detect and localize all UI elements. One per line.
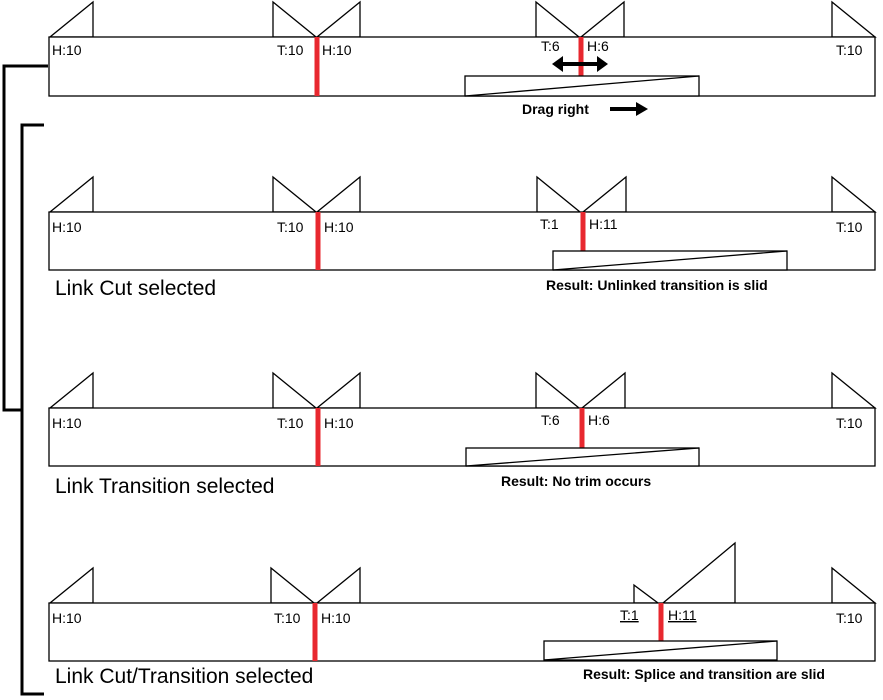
head-label: H:10 — [324, 415, 354, 431]
clip-tail-marker — [536, 175, 582, 213]
head-label: H:11 — [668, 607, 697, 623]
inner-bracket — [20, 123, 44, 696]
transition-block — [543, 640, 778, 661]
clip-head-marker — [48, 566, 94, 604]
tail-label: T:6 — [541, 38, 560, 54]
clip-head-marker — [579, 0, 625, 38]
clip-tail-marker — [831, 371, 877, 409]
row-caption: Link Cut selected — [55, 277, 216, 300]
head-label: H:10 — [52, 610, 82, 626]
transition-block — [552, 250, 788, 271]
left-right-arrow-icon — [552, 56, 608, 72]
clip-head-marker — [661, 541, 736, 604]
clip-head-marker — [315, 566, 361, 604]
tail-label: T:10 — [836, 415, 863, 431]
clip-head-marker — [48, 0, 94, 38]
clip-head-marker — [580, 371, 626, 409]
track-bar — [48, 36, 876, 97]
clip-head-marker — [315, 0, 361, 38]
transition-block — [465, 447, 700, 467]
link-cut-timeline: H:10 T:10 H:10 T:1 H:11 T:10 Link Cut se… — [48, 175, 877, 300]
link-cut-transition-timeline: H:10 T:10 H:10 T:1 H:11 T:10 Link Cut/Tr… — [48, 541, 877, 688]
clip-head-marker — [48, 371, 94, 409]
tail-label: T:1 — [620, 607, 639, 623]
top-timeline: H:10 T:10 H:10 T:6 H:6 T:10 Drag right — [48, 0, 877, 117]
row-result: Result: No trim occurs — [501, 473, 651, 489]
tail-label: T:10 — [836, 42, 863, 58]
head-label: H:11 — [589, 216, 618, 232]
head-label: H:10 — [321, 610, 351, 626]
clip-tail-marker — [831, 0, 877, 38]
clip-head-marker — [315, 371, 361, 409]
tail-label: T:10 — [836, 610, 863, 626]
clip-tail-marker — [831, 566, 877, 604]
clip-tail-marker — [270, 566, 316, 604]
head-label: H:6 — [588, 412, 610, 428]
tail-label: T:10 — [277, 42, 304, 58]
tail-label: T:10 — [836, 219, 863, 235]
clip-tail-marker — [535, 0, 581, 38]
track-bar — [48, 407, 876, 467]
clip-head-marker — [315, 175, 361, 213]
clip-tail-marker — [272, 175, 318, 213]
tail-label: T:10 — [277, 415, 304, 431]
head-label: H:10 — [322, 42, 352, 58]
head-label: H:10 — [52, 219, 82, 235]
row-result: Result: Unlinked transition is slid — [546, 277, 768, 293]
clip-tail-marker — [535, 371, 581, 409]
link-transition-timeline: H:10 T:10 H:10 T:6 H:6 T:10 Link Transit… — [48, 371, 877, 498]
clip-tail-marker — [272, 0, 318, 38]
clip-head-marker — [581, 175, 627, 213]
tail-label: T:6 — [541, 412, 560, 428]
clip-tail-marker — [831, 175, 877, 213]
head-label: H:10 — [52, 415, 82, 431]
clip-head-marker — [48, 175, 94, 213]
head-label: H:10 — [324, 219, 354, 235]
clip-tail-marker — [272, 371, 318, 409]
head-label: H:10 — [52, 42, 82, 58]
clip-tail-marker — [633, 583, 660, 604]
tail-label: T:10 — [274, 610, 301, 626]
drag-label: Drag right — [522, 101, 589, 117]
tail-label: T:10 — [277, 219, 304, 235]
right-arrow-icon — [610, 102, 648, 116]
tail-label: T:1 — [540, 216, 559, 232]
head-label: H:6 — [587, 38, 609, 54]
row-caption: Link Transition selected — [55, 475, 274, 498]
outer-bracket — [2, 64, 48, 412]
transition-block — [464, 75, 700, 97]
row-caption: Link Cut/Transition selected — [55, 665, 313, 688]
row-result: Result: Splice and transition are slid — [583, 666, 825, 682]
